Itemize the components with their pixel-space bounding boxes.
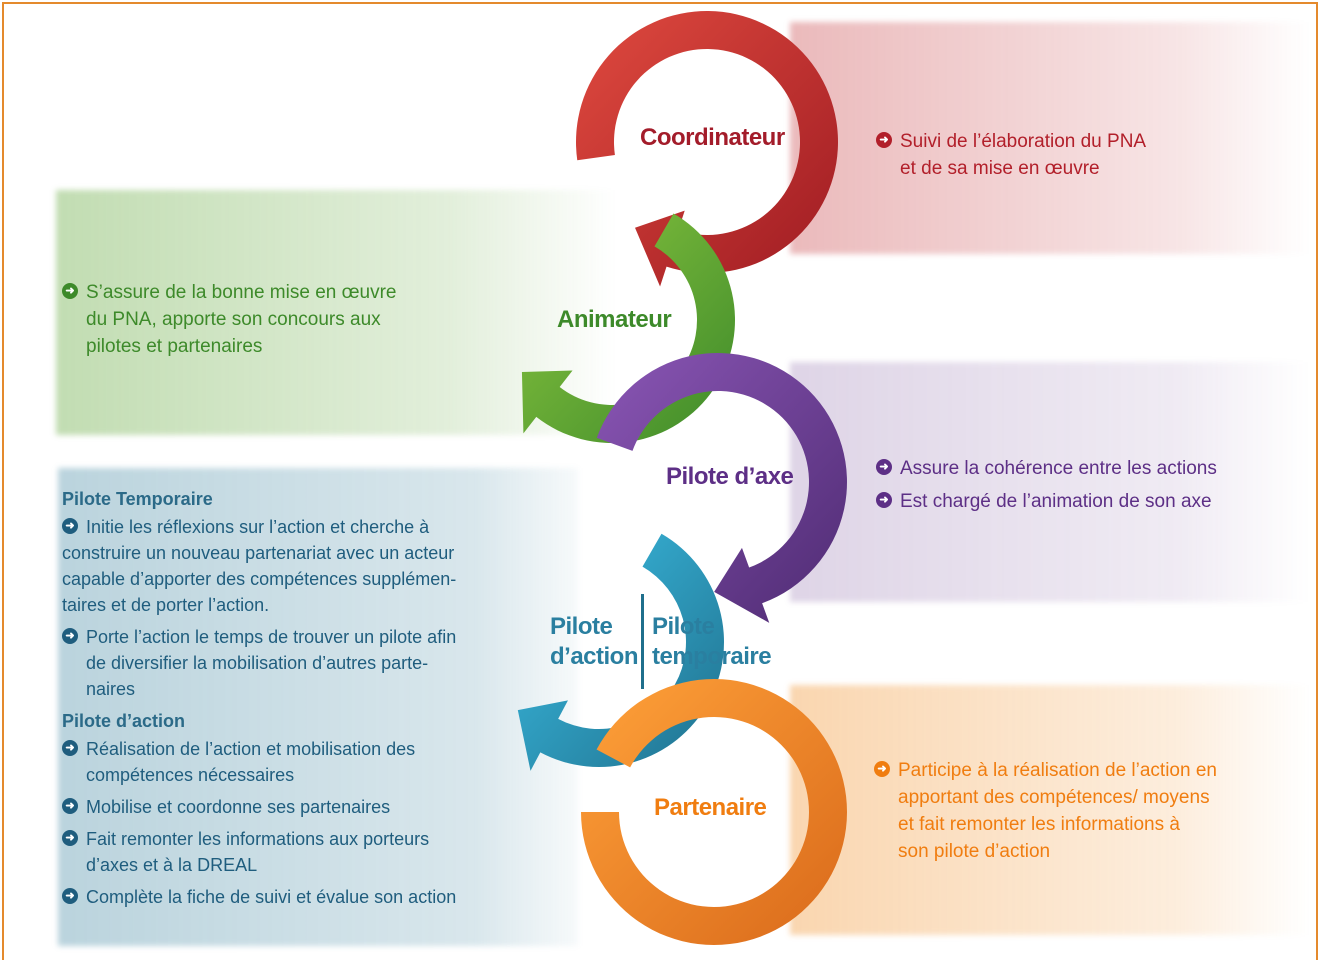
animateur-desc-line1: S’assure de la bonne mise en œuvre bbox=[86, 282, 397, 303]
arrow-circle-icon: ➜ bbox=[62, 830, 78, 846]
action-item3-line2: d’axes et à la DREAL bbox=[86, 855, 258, 875]
role-coordinateur: Coordinateur bbox=[640, 124, 785, 151]
arrow-circle-icon: ➜ bbox=[62, 888, 78, 904]
role-partenaire: Partenaire bbox=[654, 794, 767, 821]
action-item1-line2: compétences nécessaires bbox=[86, 765, 295, 785]
temp-item1-line1: Initie les réflexions sur l’action et ch… bbox=[86, 517, 430, 537]
temp-item1-line3: capable d’apporter des compétences suppl… bbox=[62, 569, 457, 589]
temp-item2-line2: de diversifier la mobilisation d’autres … bbox=[86, 653, 429, 673]
arrow-circle-icon: ➜ bbox=[62, 283, 78, 299]
pilote-temporaire-title: Pilote Temporaire bbox=[62, 489, 213, 509]
pilote-axe-arrow bbox=[596, 352, 847, 623]
animateur-desc-line2: du PNA, apporte son concours aux bbox=[86, 309, 381, 330]
arrow-circle-icon: ➜ bbox=[874, 761, 890, 777]
arrow-circle-icon: ➜ bbox=[62, 628, 78, 644]
partenaire-description: ➜ Participe à la réalisation de l’action… bbox=[874, 757, 1217, 865]
temp-item2-line3: naires bbox=[86, 679, 136, 699]
arrow-circle-icon: ➜ bbox=[62, 518, 78, 534]
animateur-desc-line3: pilotes et partenaires bbox=[86, 336, 263, 357]
action-item2: Mobilise et coordonne ses partenaires bbox=[86, 797, 391, 817]
arrow-circle-icon: ➜ bbox=[876, 459, 892, 475]
coordinateur-desc-line1: Suivi de l’élaboration du PNA bbox=[900, 131, 1147, 152]
coordinateur-arrow bbox=[576, 11, 838, 287]
partenaire-band bbox=[790, 685, 1310, 935]
arrow-circle-icon: ➜ bbox=[876, 132, 892, 148]
pilote-axe-band bbox=[790, 362, 1310, 602]
partenaire-desc-line2: apportant des compétences/ moyens bbox=[898, 787, 1210, 808]
arrow-circle-icon: ➜ bbox=[876, 492, 892, 508]
role-pilote-temp-line1: Pilote bbox=[652, 613, 715, 640]
pilote-axe-desc-1: Assure la cohérence entre les actions bbox=[900, 458, 1217, 479]
pilote-axe-description: ➜ Assure la cohérence entre les actions … bbox=[876, 455, 1217, 515]
arrow-circle-icon: ➜ bbox=[62, 798, 78, 814]
role-animateur: Animateur bbox=[557, 306, 672, 333]
action-item1-line1: Réalisation de l’action et mobilisation … bbox=[86, 739, 416, 759]
pilote-action-panel: Pilote Temporaire ➜ Initie les réflexion… bbox=[62, 486, 532, 916]
temp-item1-line2: construire un nouveau partenariat avec u… bbox=[62, 543, 455, 563]
pilote-action-band bbox=[58, 468, 578, 946]
role-divider bbox=[641, 594, 644, 689]
partenaire-desc-line4: son pilote d’action bbox=[898, 841, 1051, 862]
role-pilote-action-line1: Pilote bbox=[550, 613, 613, 640]
role-pilote-temp-line2: temporaire bbox=[652, 643, 772, 670]
pilote-action-title: Pilote d’action bbox=[62, 711, 186, 731]
role-pilote-axe: Pilote d’axe bbox=[666, 463, 794, 490]
animateur-description: ➜ S’assure de la bonne mise en œuvre du … bbox=[62, 279, 397, 360]
role-pilote-action: Pilote d’action bbox=[550, 612, 639, 672]
partenaire-desc-line3: et fait remonter les informations à bbox=[898, 814, 1180, 835]
coordinateur-desc-line2: et de sa mise en œuvre bbox=[900, 158, 1100, 179]
action-item3-line1: Fait remonter les informations aux porte… bbox=[86, 829, 430, 849]
temp-item1-line4: taires et de porter l’action. bbox=[62, 595, 270, 615]
coordinateur-description: ➜ Suivi de l’élaboration du PNA et de sa… bbox=[876, 128, 1146, 182]
role-pilote-action-line2: d’action bbox=[550, 643, 639, 670]
arrow-circle-icon: ➜ bbox=[62, 740, 78, 756]
temp-item2-line1: Porte l’action le temps de trouver un pi… bbox=[86, 627, 457, 647]
action-item4: Complète la fiche de suivi et évalue son… bbox=[86, 887, 457, 907]
pilote-axe-desc-2: Est chargé de l’animation de son axe bbox=[900, 491, 1212, 512]
role-pilote-temporaire: Pilote temporaire bbox=[652, 612, 772, 672]
partenaire-desc-line1: Participe à la réalisation de l’action e… bbox=[898, 760, 1217, 781]
